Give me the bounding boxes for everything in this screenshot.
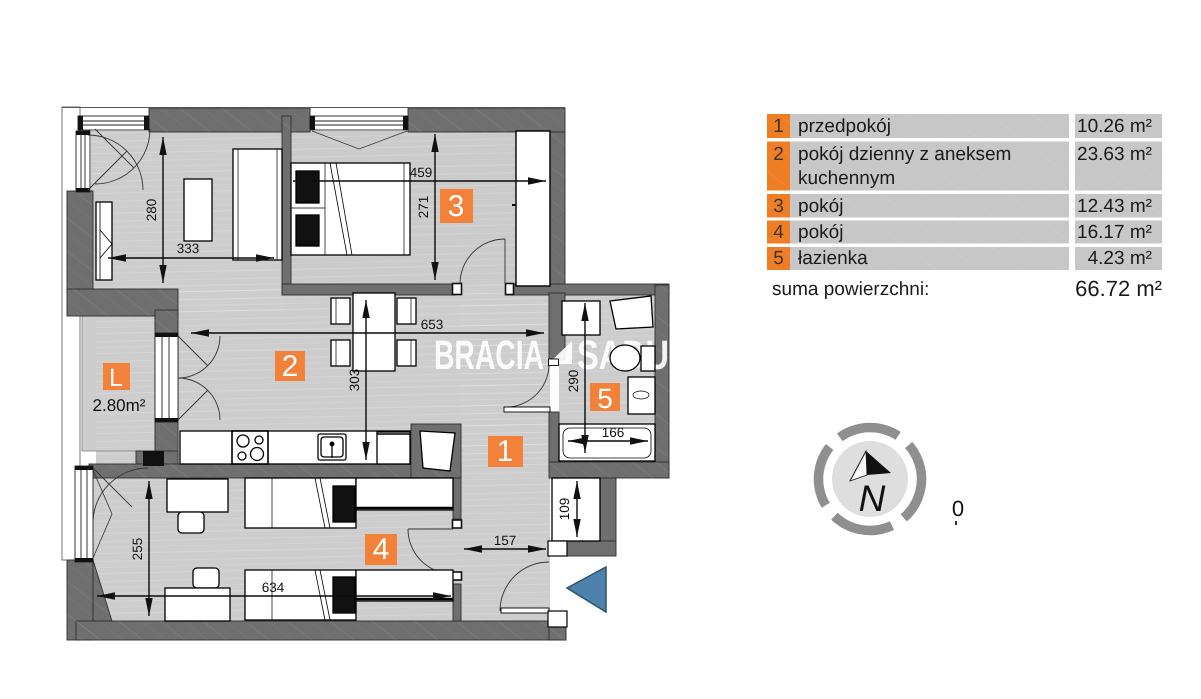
svg-text:kuchennym: kuchennym	[798, 168, 895, 189]
svg-text:166: 166	[602, 425, 625, 440]
svg-text:2.80m²: 2.80m²	[93, 396, 146, 415]
svg-text:4: 4	[373, 533, 390, 566]
svg-text:2: 2	[282, 350, 299, 383]
svg-text:459: 459	[410, 165, 433, 180]
svg-text:10.26 m²: 10.26 m²	[1077, 116, 1152, 137]
svg-text:5: 5	[773, 248, 784, 269]
svg-text:L: L	[109, 364, 123, 392]
svg-text:4.23 m²: 4.23 m²	[1088, 248, 1152, 269]
svg-text:109: 109	[557, 498, 572, 521]
svg-text:271: 271	[416, 196, 431, 219]
svg-text:23.63 m²: 23.63 m²	[1077, 144, 1152, 165]
svg-text:przedpokój: przedpokój	[798, 116, 891, 137]
svg-text:3: 3	[773, 196, 784, 217]
svg-text:2: 2	[773, 144, 784, 165]
svg-text:0: 0	[952, 496, 964, 521]
svg-text:157: 157	[494, 533, 517, 548]
svg-text:1: 1	[773, 116, 784, 137]
svg-text:suma powierzchni:: suma powierzchni:	[772, 279, 929, 300]
svg-text:3: 3	[448, 190, 465, 223]
svg-text:634: 634	[262, 580, 285, 595]
svg-text:BRACIA: BRACIA	[434, 332, 544, 378]
svg-text:16.17 m²: 16.17 m²	[1077, 222, 1152, 243]
svg-text:66.72 m²: 66.72 m²	[1075, 276, 1162, 301]
svg-text:303: 303	[347, 369, 362, 392]
svg-text:653: 653	[421, 317, 444, 332]
svg-text:łazienka: łazienka	[798, 248, 868, 269]
svg-text:12.43 m²: 12.43 m²	[1077, 196, 1152, 217]
svg-text:290: 290	[566, 370, 581, 393]
svg-text:4: 4	[773, 222, 784, 243]
svg-text:255: 255	[130, 538, 145, 561]
svg-text:N: N	[859, 478, 886, 519]
svg-text:pokój: pokój	[798, 222, 843, 243]
svg-text:280: 280	[144, 199, 159, 222]
svg-text:5: 5	[597, 383, 613, 414]
svg-text:pokój dzienny z aneksem: pokój dzienny z aneksem	[798, 144, 1011, 165]
svg-text:333: 333	[177, 241, 200, 256]
svg-text:pokój: pokój	[798, 196, 843, 217]
svg-text:1: 1	[497, 435, 514, 468]
